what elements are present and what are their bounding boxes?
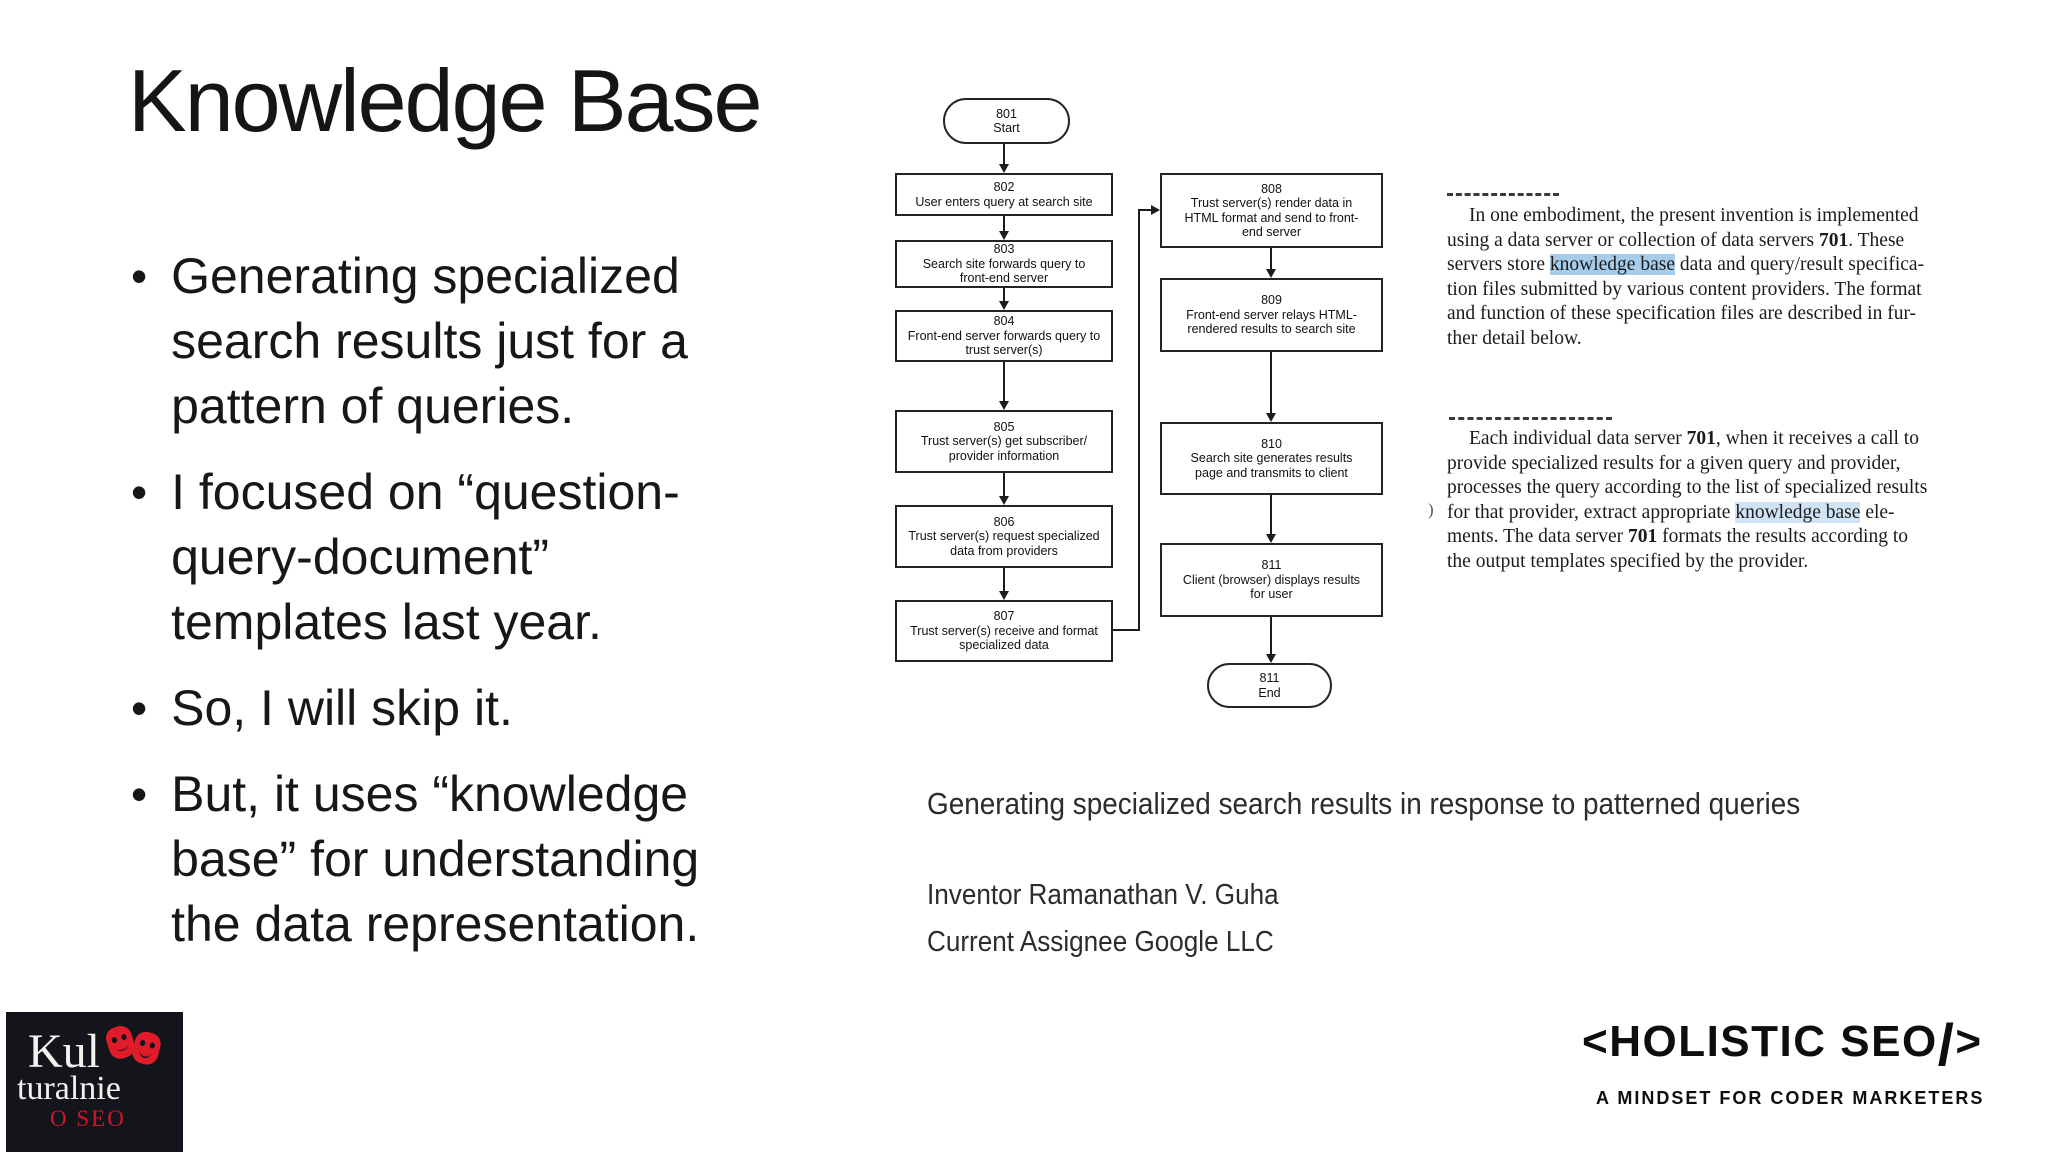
flow-step-label: Client (browser) displays results for us… <box>1182 572 1361 602</box>
code-bracket-open: < <box>1582 1017 1610 1066</box>
flow-step-label: Search site generates results page and t… <box>1190 451 1353 480</box>
flow-step-label: Front-end server forwards query to trust… <box>907 328 1101 358</box>
bullet-glyph: • <box>131 768 148 820</box>
patent-text-line: servers store knowledge base data and qu… <box>1447 254 1925 275</box>
flow-step-label: Search site forwards query to front-end … <box>922 256 1086 286</box>
bullet-text: I focused on “question- query-document” … <box>171 464 680 650</box>
logo-slash: / <box>1937 1013 1956 1078</box>
flow-step-number: 806 <box>993 514 1015 529</box>
logo-text-o-seo: O SEO <box>50 1106 126 1131</box>
flow-step-number: 811 <box>1259 671 1280 685</box>
slide-title: Knowledge Base <box>128 51 762 150</box>
flow-start-oval: 801 Start <box>943 98 1070 144</box>
flow-step-label: Front-end server relays HTML- rendered r… <box>1186 307 1357 337</box>
flow-step-806: 806 Trust server(s) request specialized … <box>895 505 1113 568</box>
flow-step-808: 808 Trust server(s) render data in HTML … <box>1160 173 1383 248</box>
patent-text-line: tion files submitted by various content … <box>1447 278 1922 300</box>
bullet-item: • But, it uses “knowledge base” for unde… <box>131 762 831 957</box>
flow-step-807: 807 Trust server(s) receive and format s… <box>895 600 1113 662</box>
bullet-glyph: • <box>131 250 148 302</box>
flow-step-label: Trust server(s) render data in HTML form… <box>1184 196 1359 239</box>
holistic-seo-logo: <HOLISTIC SEO/> <box>1582 1012 1983 1079</box>
patent-assignee: Current Assignee Google LLC <box>927 926 1274 958</box>
flow-arrow <box>1266 495 1276 543</box>
flow-connector-segment <box>1138 209 1140 631</box>
patent-title: Generating specialized search results in… <box>927 786 1801 821</box>
flow-arrow <box>1266 617 1276 663</box>
patent-text-line: In one embodiment, the present invention… <box>1469 205 1919 226</box>
flow-arrow <box>999 216 1009 240</box>
patent-text-line: for that provider, extract appropriate k… <box>1447 501 1895 523</box>
flow-step-number: 802 <box>993 180 1015 194</box>
flow-step-number: 808 <box>1261 181 1282 196</box>
flow-step-label: Start <box>993 121 1020 135</box>
kulturalnie-logo: Kul turalnie O SEO <box>6 1012 183 1152</box>
scan-artifact-dashes <box>1449 417 1612 420</box>
flow-step-810: 810 Search site generates results page a… <box>1160 422 1383 495</box>
patent-text-line: the output templates specified by the pr… <box>1447 550 1809 572</box>
flow-arrow <box>999 362 1009 410</box>
patent-inventor: Inventor Ramanathan V. Guha <box>927 879 1279 911</box>
highlighted-knowledge-base: knowledge base <box>1735 501 1861 523</box>
flow-step-label: End <box>1258 685 1281 700</box>
flow-arrow <box>999 568 1009 600</box>
flow-step-803: 803 Search site forwards query to front-… <box>895 240 1113 288</box>
patent-paragraph-1: In one embodiment, the present invention… <box>1447 204 1999 351</box>
flow-step-811: 811 Client (browser) displays results fo… <box>1160 543 1383 617</box>
flow-connector-arrow <box>1140 205 1160 215</box>
bullet-item: • So, I will skip it. <box>131 676 831 741</box>
flow-step-label: User enters query at search site <box>915 194 1093 209</box>
bullet-glyph: • <box>131 466 148 518</box>
flow-step-number: 803 <box>993 242 1015 257</box>
flow-step-label: Trust server(s) receive and format speci… <box>910 623 1098 653</box>
bullet-text: But, it uses “knowledge base” for unders… <box>171 766 700 952</box>
patent-text-line: Each individual data server 701, when it… <box>1469 428 1919 449</box>
flow-step-label: Trust server(s) request specialized data… <box>908 529 1100 558</box>
flow-step-number: 809 <box>1261 293 1282 308</box>
flow-step-number: 801 <box>996 106 1017 121</box>
bullet-item: • I focused on “question- query-document… <box>131 460 831 655</box>
flow-arrow <box>1266 248 1276 278</box>
patent-text-line: provide specialized results for a given … <box>1447 452 1901 474</box>
bullet-text: Generating specialized search results ju… <box>171 248 688 434</box>
flow-arrow <box>1266 352 1276 422</box>
flow-end-oval: 811 End <box>1207 663 1332 708</box>
flow-step-802: 802 User enters query at search site <box>895 173 1113 216</box>
flow-step-number: 811 <box>1261 558 1282 573</box>
flow-step-number: 805 <box>993 419 1015 434</box>
scan-artifact-paren: ) <box>1428 500 1434 519</box>
code-bracket-close: > <box>1955 1017 1983 1066</box>
bullet-text: So, I will skip it. <box>171 680 513 736</box>
logo-text-kul: Kul <box>28 1025 100 1078</box>
logo-text-turalnie: turalnie <box>17 1070 121 1107</box>
holistic-seo-tagline: A MINDSET FOR CODER MARKETERS <box>1596 1088 1985 1108</box>
flow-step-number: 810 <box>1261 436 1282 451</box>
flow-step-number: 807 <box>993 609 1015 624</box>
flow-arrow <box>999 288 1009 310</box>
flow-arrow <box>999 144 1009 173</box>
scan-artifact-dashes <box>1447 193 1559 196</box>
patent-text-line: ments. The data server 701 formats the r… <box>1447 526 1909 547</box>
flow-step-804: 804 Front-end server forwards query to t… <box>895 310 1113 362</box>
patent-text-line: using a data server or collection of dat… <box>1447 229 1905 251</box>
patent-paragraph-2: Each individual data server 701, when it… <box>1447 427 1999 574</box>
flow-step-805: 805 Trust server(s) get subscriber/ prov… <box>895 410 1113 473</box>
patent-text-line: processes the query according to the lis… <box>1447 477 1928 498</box>
patent-text-line: ther detail below. <box>1447 327 1582 349</box>
highlighted-knowledge-base: knowledge base <box>1549 254 1675 275</box>
flow-step-label: Trust server(s) get subscriber/ provider… <box>920 434 1088 463</box>
flow-arrow <box>999 473 1009 505</box>
theater-masks-icon <box>102 1020 166 1081</box>
logo-text-holistic-seo: HOLISTIC SEO <box>1609 1017 1938 1066</box>
bullet-list: • Generating specialized search results … <box>131 244 831 978</box>
bullet-glyph: • <box>131 682 148 734</box>
bullet-item: • Generating specialized search results … <box>131 244 831 439</box>
patent-text-line: and function of these specification file… <box>1447 303 1917 324</box>
flow-connector-segment <box>1113 629 1140 631</box>
flow-step-809: 809 Front-end server relays HTML- render… <box>1160 278 1383 352</box>
flow-step-number: 804 <box>993 314 1015 329</box>
